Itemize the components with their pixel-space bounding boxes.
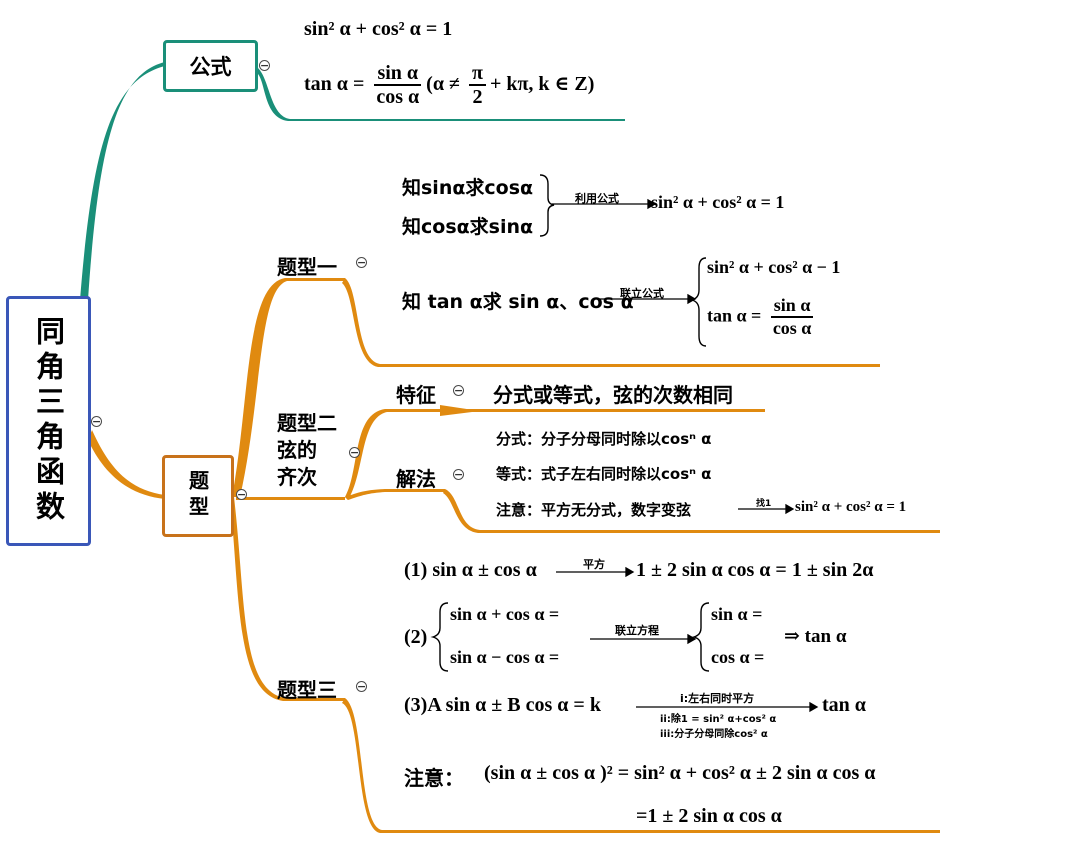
- type3-e3-lhs: (3)A sin α ± B cos α = k: [404, 694, 601, 716]
- type3-e2-sys1: sin α + cos α =: [450, 604, 560, 624]
- type1-sys-2-fraction: sin α cos α: [770, 295, 815, 338]
- type2-feature-label[interactable]: 特征: [396, 383, 436, 407]
- types-node[interactable]: 题型: [162, 455, 234, 537]
- type3-e1-rhs: 1 ± 2 sin α cos α = 1 ± sin 2α: [636, 559, 874, 581]
- collapse-icon[interactable]: −: [356, 680, 367, 693]
- collapse-icon[interactable]: −: [91, 415, 102, 428]
- formula-2-cond-num: π: [468, 62, 486, 86]
- formula-2-num: sin α: [374, 62, 422, 86]
- formula-2-lhs: tan α =: [304, 73, 365, 96]
- collapse-icon[interactable]: −: [453, 468, 464, 481]
- type2-method-2: 等式：式子左右同时除以cosⁿ α: [496, 465, 712, 483]
- type3-e2-res2: cos α =: [711, 647, 765, 667]
- type3-e2-prefix: (2): [404, 626, 428, 648]
- type3-note-line2: =1 ± 2 sin α cos α: [636, 805, 782, 827]
- type1-arrow1-label: 利用公式: [575, 192, 619, 205]
- types-node-label: 题型: [185, 470, 210, 522]
- type3-label[interactable]: 题型三: [277, 678, 337, 702]
- formula-2-cond-den: 2: [472, 86, 483, 108]
- type1-arrow2-label: 联立公式: [620, 287, 664, 300]
- type1-sys-2-den: cos α: [772, 317, 812, 338]
- type3-note-line1: (sin α ± cos α )² = sin² α + cos² α ± 2 …: [484, 762, 876, 784]
- formula-2: tan α = sin α cos α (α ≠ π 2 + kπ, k ∈ Z…: [304, 62, 594, 109]
- type3-e3-step1: i:左右同时平方: [680, 692, 755, 705]
- formula-2-cond-fraction: π 2: [468, 62, 486, 109]
- type3-e2-sys2: sin α − cos α =: [450, 647, 560, 667]
- type2-method-3-arrow-label: 找1: [756, 499, 772, 509]
- type2-label-line2: 弦的: [277, 438, 317, 462]
- type3-e2-arrow-label: 联立方程: [615, 624, 659, 637]
- type2-label-line3: 齐次: [277, 465, 317, 489]
- brace-icon: [539, 174, 555, 237]
- collapse-icon[interactable]: −: [236, 488, 247, 501]
- type3-e2-final: ⇒ tan α: [784, 626, 847, 647]
- type2-method-label[interactable]: 解法: [396, 467, 436, 491]
- type2-method-1: 分式：分子分母同时除以cosⁿ α: [496, 430, 712, 448]
- type3-e1-lhs: (1) sin α ± cos α: [404, 559, 537, 581]
- formula-node-label: 公式: [189, 55, 232, 79]
- type1-sys-2-num: sin α: [770, 295, 814, 318]
- formula-2-cond-rest: + kπ, k ∈ Z): [489, 73, 595, 96]
- type2-label-line1: 题型二: [277, 411, 337, 435]
- type2-feature-text: 分式或等式，弦的次数相同: [493, 383, 733, 407]
- teal-branch: [80, 62, 165, 300]
- type3-note-label: 注意：: [404, 766, 464, 790]
- type3-e3-step2: ii:除1 = sin² α+cos² α: [660, 714, 777, 725]
- type1-sys-2: tan α = sin α cos α: [707, 295, 818, 338]
- orange-type1-branch: [232, 278, 345, 497]
- orange-type3-branch: [230, 497, 345, 701]
- orange-type2-branch: [236, 497, 345, 500]
- type1-label[interactable]: 题型一: [277, 255, 337, 279]
- collapse-icon[interactable]: −: [349, 446, 360, 459]
- type1-know-tan: 知 tan α求 sin α、cos α: [402, 291, 634, 313]
- formula-1: sin² α + cos² α = 1: [304, 18, 453, 40]
- formula-2-den: cos α: [376, 86, 420, 108]
- formula-node[interactable]: 公式: [163, 40, 258, 92]
- root-node[interactable]: 同角三角函数: [6, 296, 91, 546]
- brace-icon: [691, 602, 710, 672]
- type2-method-3: 注意：平方无分式，数字变弦: [496, 501, 692, 519]
- orange-root-branch: [88, 430, 165, 499]
- brace-icon: [430, 602, 449, 672]
- collapse-icon[interactable]: −: [356, 256, 367, 269]
- type3-e3-rhs: tan α: [822, 694, 866, 716]
- type3-e2-res1: sin α =: [711, 604, 763, 624]
- formula-2-fraction: sin α cos α: [373, 62, 422, 109]
- orange-type2-feature-arrow: [440, 405, 480, 416]
- type1-sys-2-lhs: tan α =: [707, 305, 762, 326]
- type2-method-3-result: sin² α + cos² α = 1: [795, 499, 907, 515]
- type1-sys-1: sin² α + cos² α − 1: [707, 257, 841, 277]
- collapse-icon[interactable]: −: [453, 384, 464, 397]
- collapse-icon[interactable]: −: [259, 59, 270, 72]
- type3-e3-step3: iii:分子分母同除cos² α: [660, 729, 768, 740]
- formula-2-cond-open: (α ≠: [426, 73, 460, 96]
- type2-label[interactable]: 题型二 弦的 齐次: [277, 410, 337, 491]
- type1-know-cos: 知cosα求sinα: [402, 216, 534, 238]
- orange-type2-method: [345, 489, 445, 500]
- brace-icon: [689, 257, 707, 347]
- root-label: 同角三角函数: [31, 316, 66, 526]
- type1-know-sin: 知sinα求cosα: [402, 177, 534, 199]
- type3-e1-arrow-label: 平方: [583, 558, 605, 571]
- type1-result1: sin² α + cos² α = 1: [651, 192, 785, 212]
